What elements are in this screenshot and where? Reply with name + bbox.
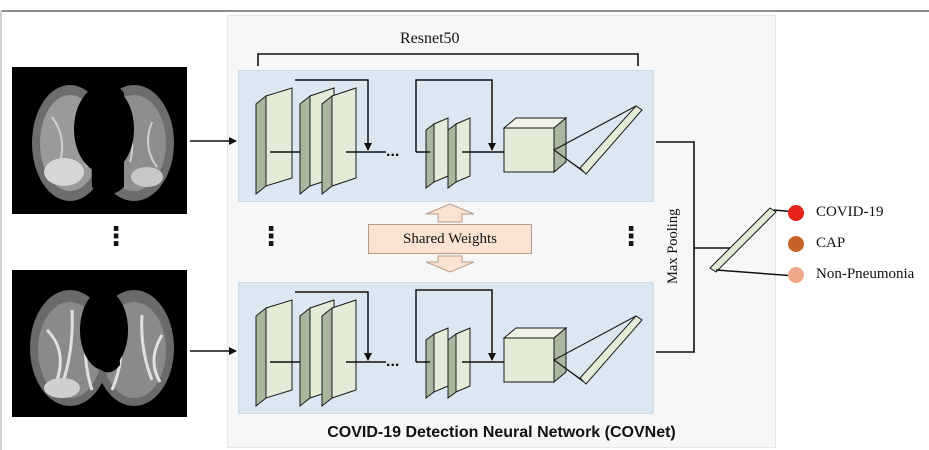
merge-line-top (656, 141, 695, 353)
final-fc-layer (709, 207, 777, 273)
diagram-caption: COVID-19 Detection Neural Network (COVNe… (327, 424, 676, 441)
output-label-non-pneumonia: Non-Pneumonia (816, 266, 915, 282)
shared-up-arrow (425, 203, 475, 223)
output-link-2 (740, 242, 796, 244)
ellipsis-bottom: ... (386, 353, 399, 370)
output-node-covid (788, 205, 804, 221)
ct-scan-drawing-top (32, 81, 174, 201)
left-border (0, 10, 2, 450)
output-node-non-pneumonia (788, 267, 804, 283)
shared-weights-box: Shared Weights (368, 224, 532, 254)
conv-block-bottom (255, 289, 643, 408)
ct-scan-image-bottom (12, 270, 187, 417)
top-border (0, 10, 929, 12)
resnet-bracket (257, 53, 639, 66)
resnet-label: Resnet50 (400, 30, 460, 47)
ellipsis-top: ... (386, 143, 399, 160)
output-label-covid: COVID-19 (816, 204, 884, 220)
output-link-3 (715, 269, 797, 277)
output-node-cap (788, 236, 804, 252)
shared-down-arrow (425, 255, 475, 273)
ct-scan-image-top (12, 67, 187, 214)
output-label-cap: CAP (816, 235, 846, 251)
conv-block-top (255, 79, 643, 196)
ct-scan-drawing-bottom (30, 286, 174, 406)
